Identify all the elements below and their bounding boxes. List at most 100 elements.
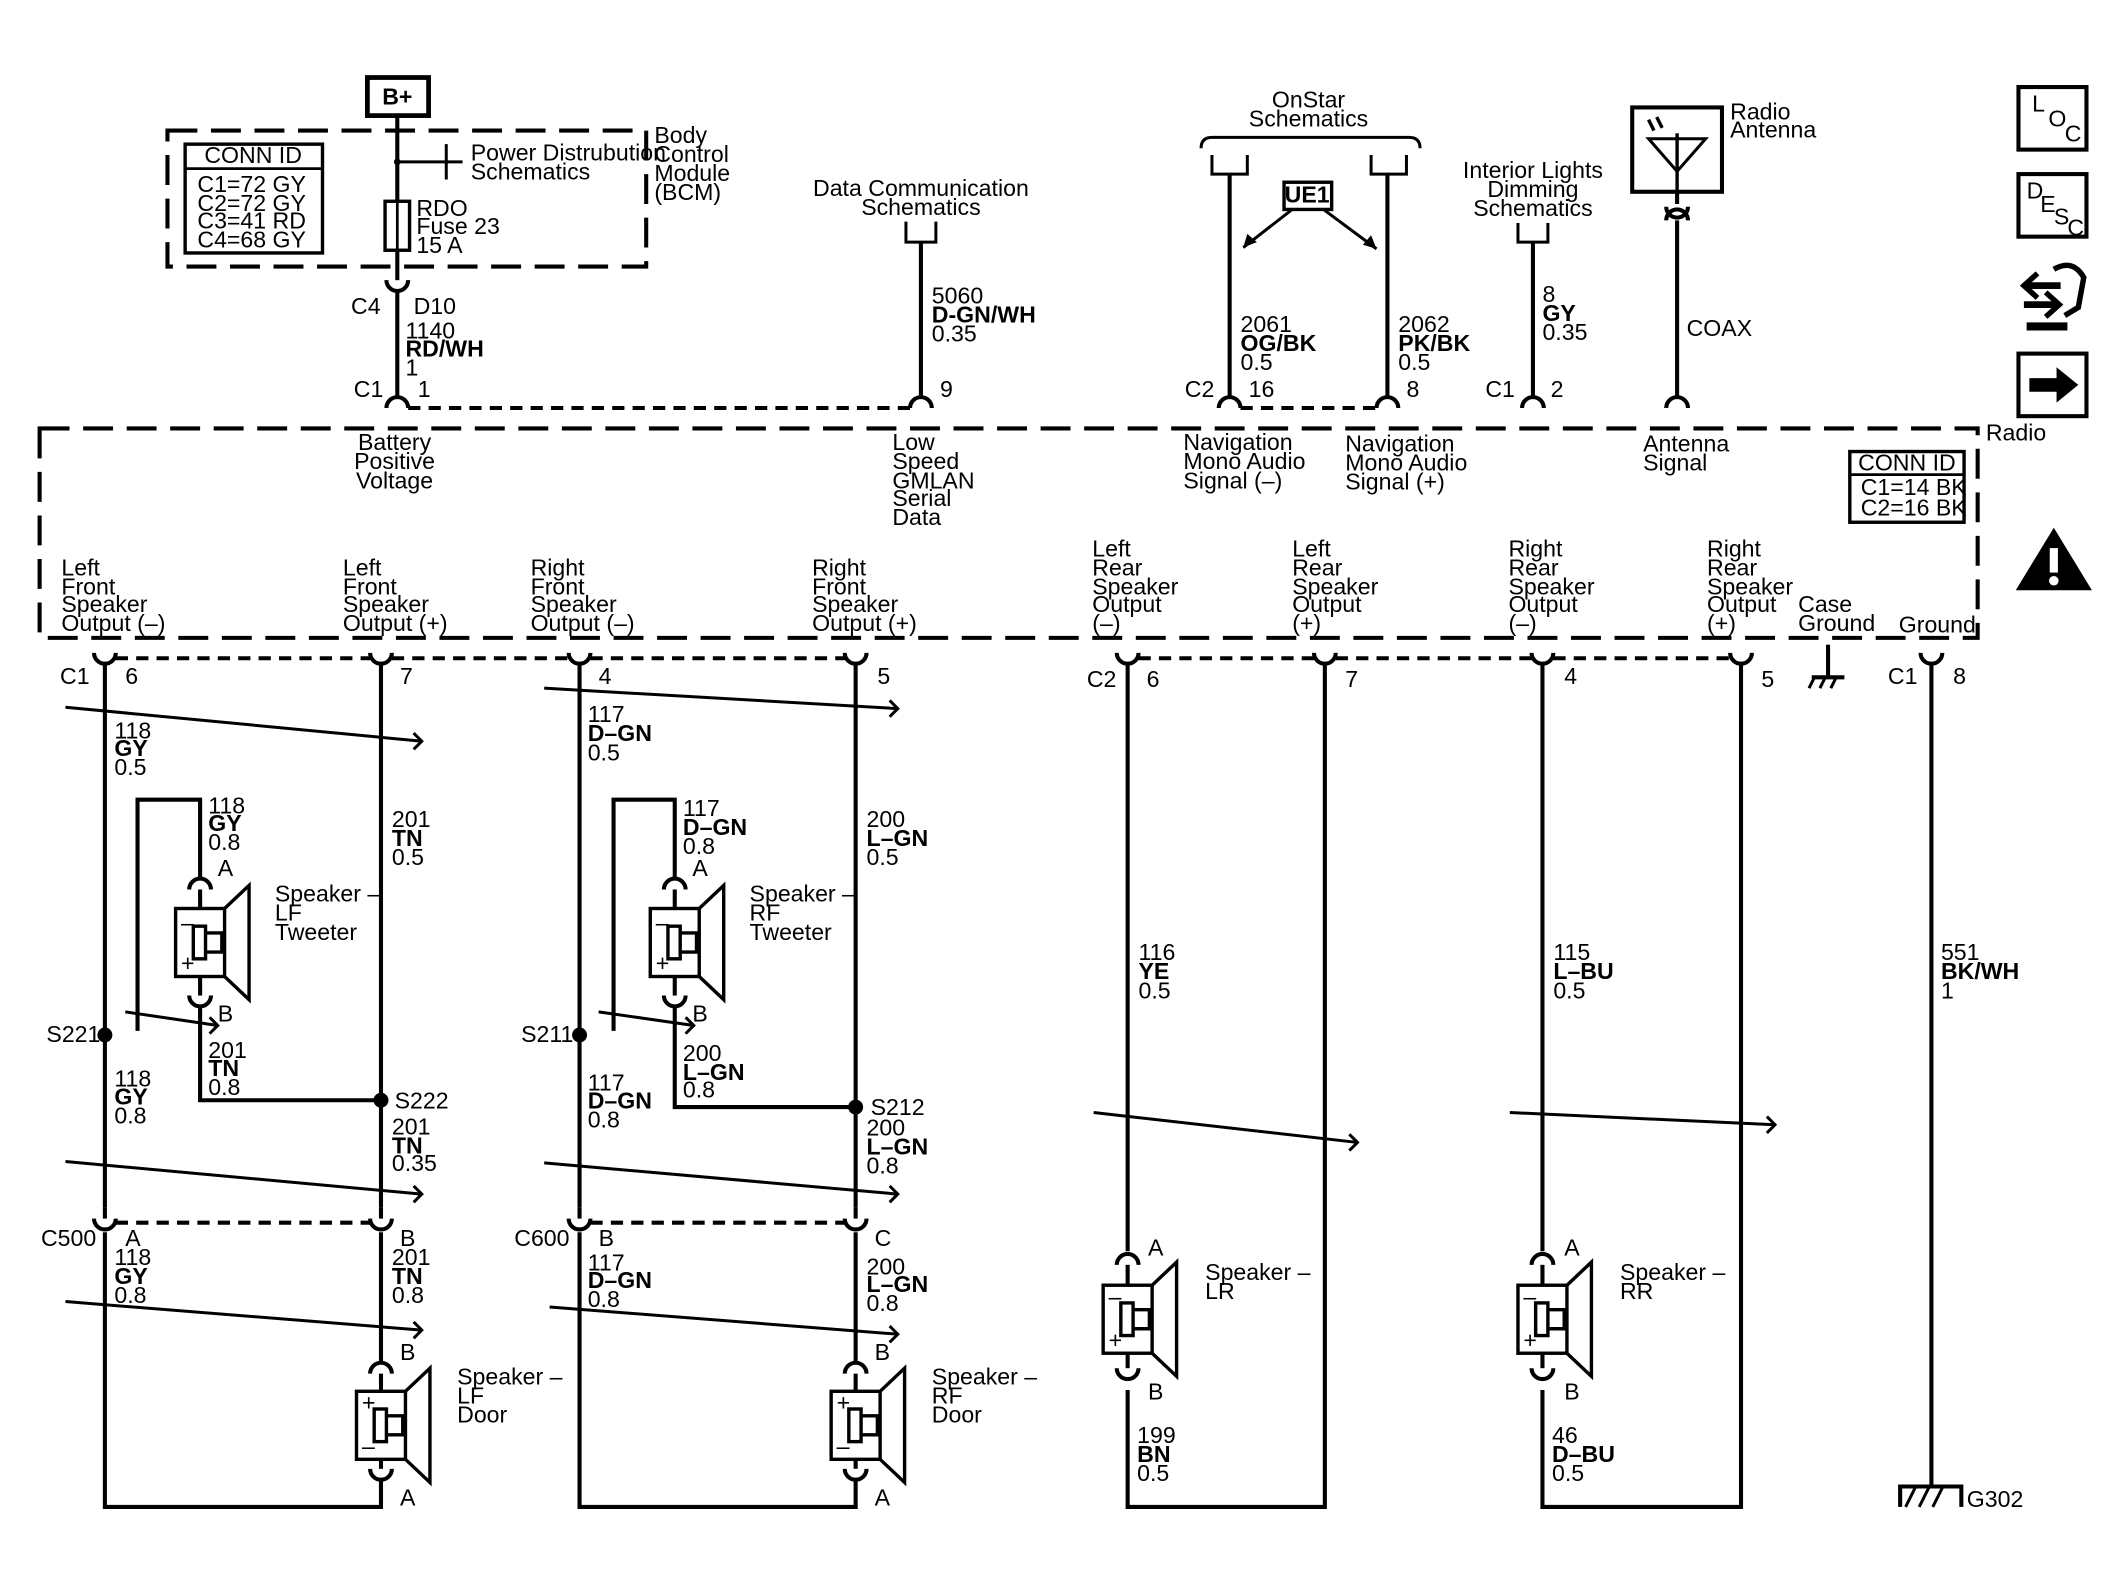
svg-text:+: + (1109, 1327, 1123, 1353)
svg-text:117: 117 (588, 701, 625, 727)
svg-text:GY: GY (114, 1083, 148, 1109)
svg-text:–: – (362, 1433, 375, 1459)
loc-icon[interactable]: L O C (2016, 85, 2089, 152)
svg-text:OG/BK: OG/BK (1241, 330, 1317, 356)
desc-icon[interactable]: D E S C (2016, 172, 2089, 240)
svg-text:Rear: Rear (1508, 554, 1558, 580)
svg-text:Left: Left (1092, 535, 1131, 561)
svg-text:Speed: Speed (892, 448, 959, 474)
svg-text:G302: G302 (1967, 1486, 2024, 1512)
svg-text:Tweeter: Tweeter (275, 919, 358, 945)
svg-text:0.5: 0.5 (1398, 349, 1430, 375)
svg-text:L–GN: L–GN (867, 1134, 929, 1160)
svg-text:COAX: COAX (1687, 315, 1753, 341)
lr-speaker-icon: – + (1101, 1260, 1179, 1379)
svg-text:C1: C1 (1888, 663, 1918, 689)
svg-text:201: 201 (392, 1244, 431, 1270)
svg-text:Right: Right (531, 554, 586, 580)
case-ground-label: Case Ground (1798, 591, 1875, 636)
svg-text:+: + (181, 950, 195, 976)
svg-text:8: 8 (1953, 663, 1966, 689)
svg-text:Front: Front (343, 573, 398, 599)
svg-text:Speaker –: Speaker – (750, 881, 855, 907)
svg-text:TN: TN (392, 825, 423, 851)
ground-label: Ground (1899, 611, 1976, 637)
onstar-ref[interactable]: OnStar Schematics (1199, 86, 1422, 176)
svg-text:Right: Right (1508, 535, 1563, 561)
svg-text:2062: 2062 (1398, 311, 1449, 337)
svg-text:S221: S221 (46, 1021, 100, 1047)
svg-text:GY: GY (114, 735, 148, 761)
svg-text:C1: C1 (354, 376, 384, 402)
svg-text:Speaker: Speaker (1092, 573, 1178, 599)
svg-text:BK/WH: BK/WH (1941, 958, 2019, 984)
svg-text:+: + (1523, 1327, 1537, 1353)
svg-text:16: 16 (1249, 376, 1275, 402)
svg-text:C3=41 RD: C3=41 RD (197, 207, 306, 233)
svg-text:6: 6 (1147, 666, 1160, 692)
svg-text:5: 5 (1761, 666, 1774, 692)
svg-text:Speaker –: Speaker – (932, 1364, 1037, 1390)
svg-text:(–): (–) (1092, 610, 1120, 636)
svg-text:0.35: 0.35 (392, 1150, 437, 1176)
rf-door-speaker-icon: + – (829, 1366, 907, 1485)
svg-text:Output: Output (1292, 591, 1362, 617)
svg-text:C: C (2065, 120, 2082, 146)
svg-text:118: 118 (114, 1066, 151, 1092)
svg-text:1: 1 (405, 354, 418, 380)
svg-text:Output: Output (1508, 591, 1578, 617)
svg-text:Output (+): Output (+) (812, 610, 917, 636)
svg-text:6: 6 (125, 663, 138, 689)
lf-tweeter-label: Speaker – LF Tweeter (275, 881, 380, 945)
svg-text:Left: Left (61, 554, 100, 580)
svg-text:A: A (875, 1485, 891, 1511)
svg-text:7: 7 (400, 663, 413, 689)
svg-text:0.8: 0.8 (114, 1102, 146, 1128)
svg-text:Schematics: Schematics (471, 159, 590, 185)
gmlan-label: Low Speed GMLAN Serial Data (892, 429, 974, 530)
svg-text:Antenna: Antenna (1730, 116, 1816, 142)
svg-text:YE: YE (1139, 958, 1170, 984)
svg-text:0.8: 0.8 (208, 1074, 240, 1100)
svg-text:Schematics: Schematics (861, 194, 980, 220)
svg-text:0.35: 0.35 (932, 320, 977, 346)
data-communication-ref[interactable]: Data Communication Schematics (813, 175, 1029, 244)
svg-text:Signal: Signal (1643, 450, 1707, 476)
svg-text:46: 46 (1552, 1422, 1578, 1448)
svg-text:0.8: 0.8 (588, 1106, 620, 1132)
svg-text:B: B (1564, 1378, 1579, 1404)
svg-text:TN: TN (392, 1263, 423, 1289)
svg-text:Data Communication: Data Communication (813, 175, 1029, 201)
connector-view-icon[interactable] (2019, 262, 2087, 331)
lr-speaker-label: Speaker – LR (1205, 1259, 1310, 1304)
svg-text:Speaker –: Speaker – (1620, 1259, 1725, 1285)
svg-text:D–GN: D–GN (683, 814, 747, 840)
svg-text:Navigation: Navigation (1345, 431, 1454, 457)
svg-text:Tweeter: Tweeter (750, 919, 833, 945)
svg-text:117: 117 (588, 1249, 625, 1275)
svg-text:0.5: 0.5 (1241, 349, 1273, 375)
svg-text:C4=68 GY: C4=68 GY (197, 227, 306, 253)
svg-text:Speaker: Speaker (343, 591, 429, 617)
caution-icon[interactable] (2015, 527, 2092, 591)
power-distribution-ref[interactable]: Power Distrubution Schematics (393, 139, 666, 185)
svg-text:RF: RF (750, 900, 781, 926)
svg-text:Door: Door (457, 1402, 507, 1428)
svg-text:0.8: 0.8 (683, 833, 715, 859)
next-arrow-icon[interactable] (2016, 351, 2089, 419)
rf-door-label: Speaker – RF Door (932, 1364, 1037, 1428)
svg-text:551: 551 (1941, 939, 1980, 965)
svg-text:2061: 2061 (1241, 311, 1292, 337)
svg-text:Navigation: Navigation (1183, 429, 1292, 455)
svg-text:S: S (2054, 203, 2069, 229)
bcm-module-box (165, 128, 649, 269)
svg-text:D–BU: D–BU (1552, 1441, 1615, 1467)
svg-text:0.8: 0.8 (867, 1290, 899, 1316)
svg-text:8: 8 (1406, 376, 1419, 402)
ue1-label: UE1 (1242, 180, 1378, 251)
rf-tweeter-speaker-icon: – + (648, 883, 726, 1002)
svg-text:Left: Left (1292, 535, 1331, 561)
svg-text:RD/WH: RD/WH (405, 335, 483, 361)
interior-lights-dimming-ref[interactable]: Interior Lights Dimming Schematics (1463, 157, 1603, 244)
